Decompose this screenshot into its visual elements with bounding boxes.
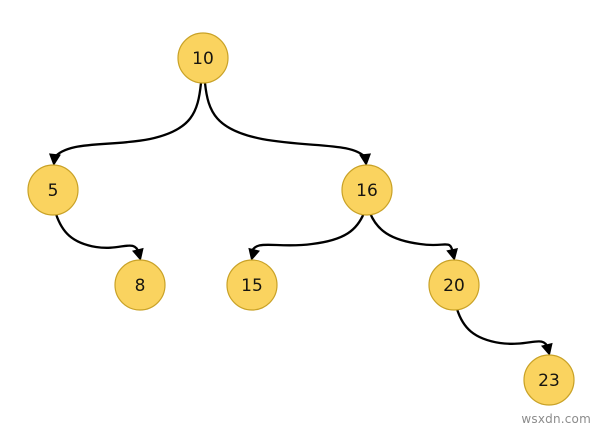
tree-node-circle[interactable] (27, 164, 79, 216)
tree-node[interactable]: 5 (27, 164, 79, 216)
tree-edge (368, 211, 455, 255)
edge-arrowhead-icon (48, 153, 61, 166)
tree-edge (203, 81, 368, 160)
tree-node-circle[interactable] (226, 259, 278, 311)
edge-arrowhead-icon (359, 153, 372, 166)
tree-node[interactable]: 10 (177, 32, 229, 84)
tree-edge (54, 212, 141, 255)
edge-arrowhead-icon (132, 247, 144, 261)
arrowheads-layer (48, 153, 553, 356)
tree-node[interactable]: 23 (523, 354, 575, 406)
watermark-text: wsxdn.com (521, 412, 591, 426)
tree-node[interactable]: 15 (226, 259, 278, 311)
tree-node-circle[interactable] (428, 259, 480, 311)
tree-edge (52, 81, 203, 160)
tree-node[interactable]: 8 (114, 259, 166, 311)
edges-layer (52, 81, 550, 350)
tree-edge (249, 211, 366, 255)
tree-node-circle[interactable] (523, 354, 575, 406)
nodes-layer: 10 5 16 8 15 20 23 (27, 32, 575, 406)
tree-node[interactable]: 16 (341, 164, 393, 216)
edge-arrowhead-icon (541, 342, 553, 356)
edge-arrowhead-icon (446, 247, 458, 261)
tree-node-circle[interactable] (177, 32, 229, 84)
tree-node-circle[interactable] (114, 259, 166, 311)
edge-arrowhead-icon (248, 247, 260, 261)
tree-edge (455, 307, 550, 350)
tree-node-circle[interactable] (341, 164, 393, 216)
tree-node[interactable]: 20 (428, 259, 480, 311)
